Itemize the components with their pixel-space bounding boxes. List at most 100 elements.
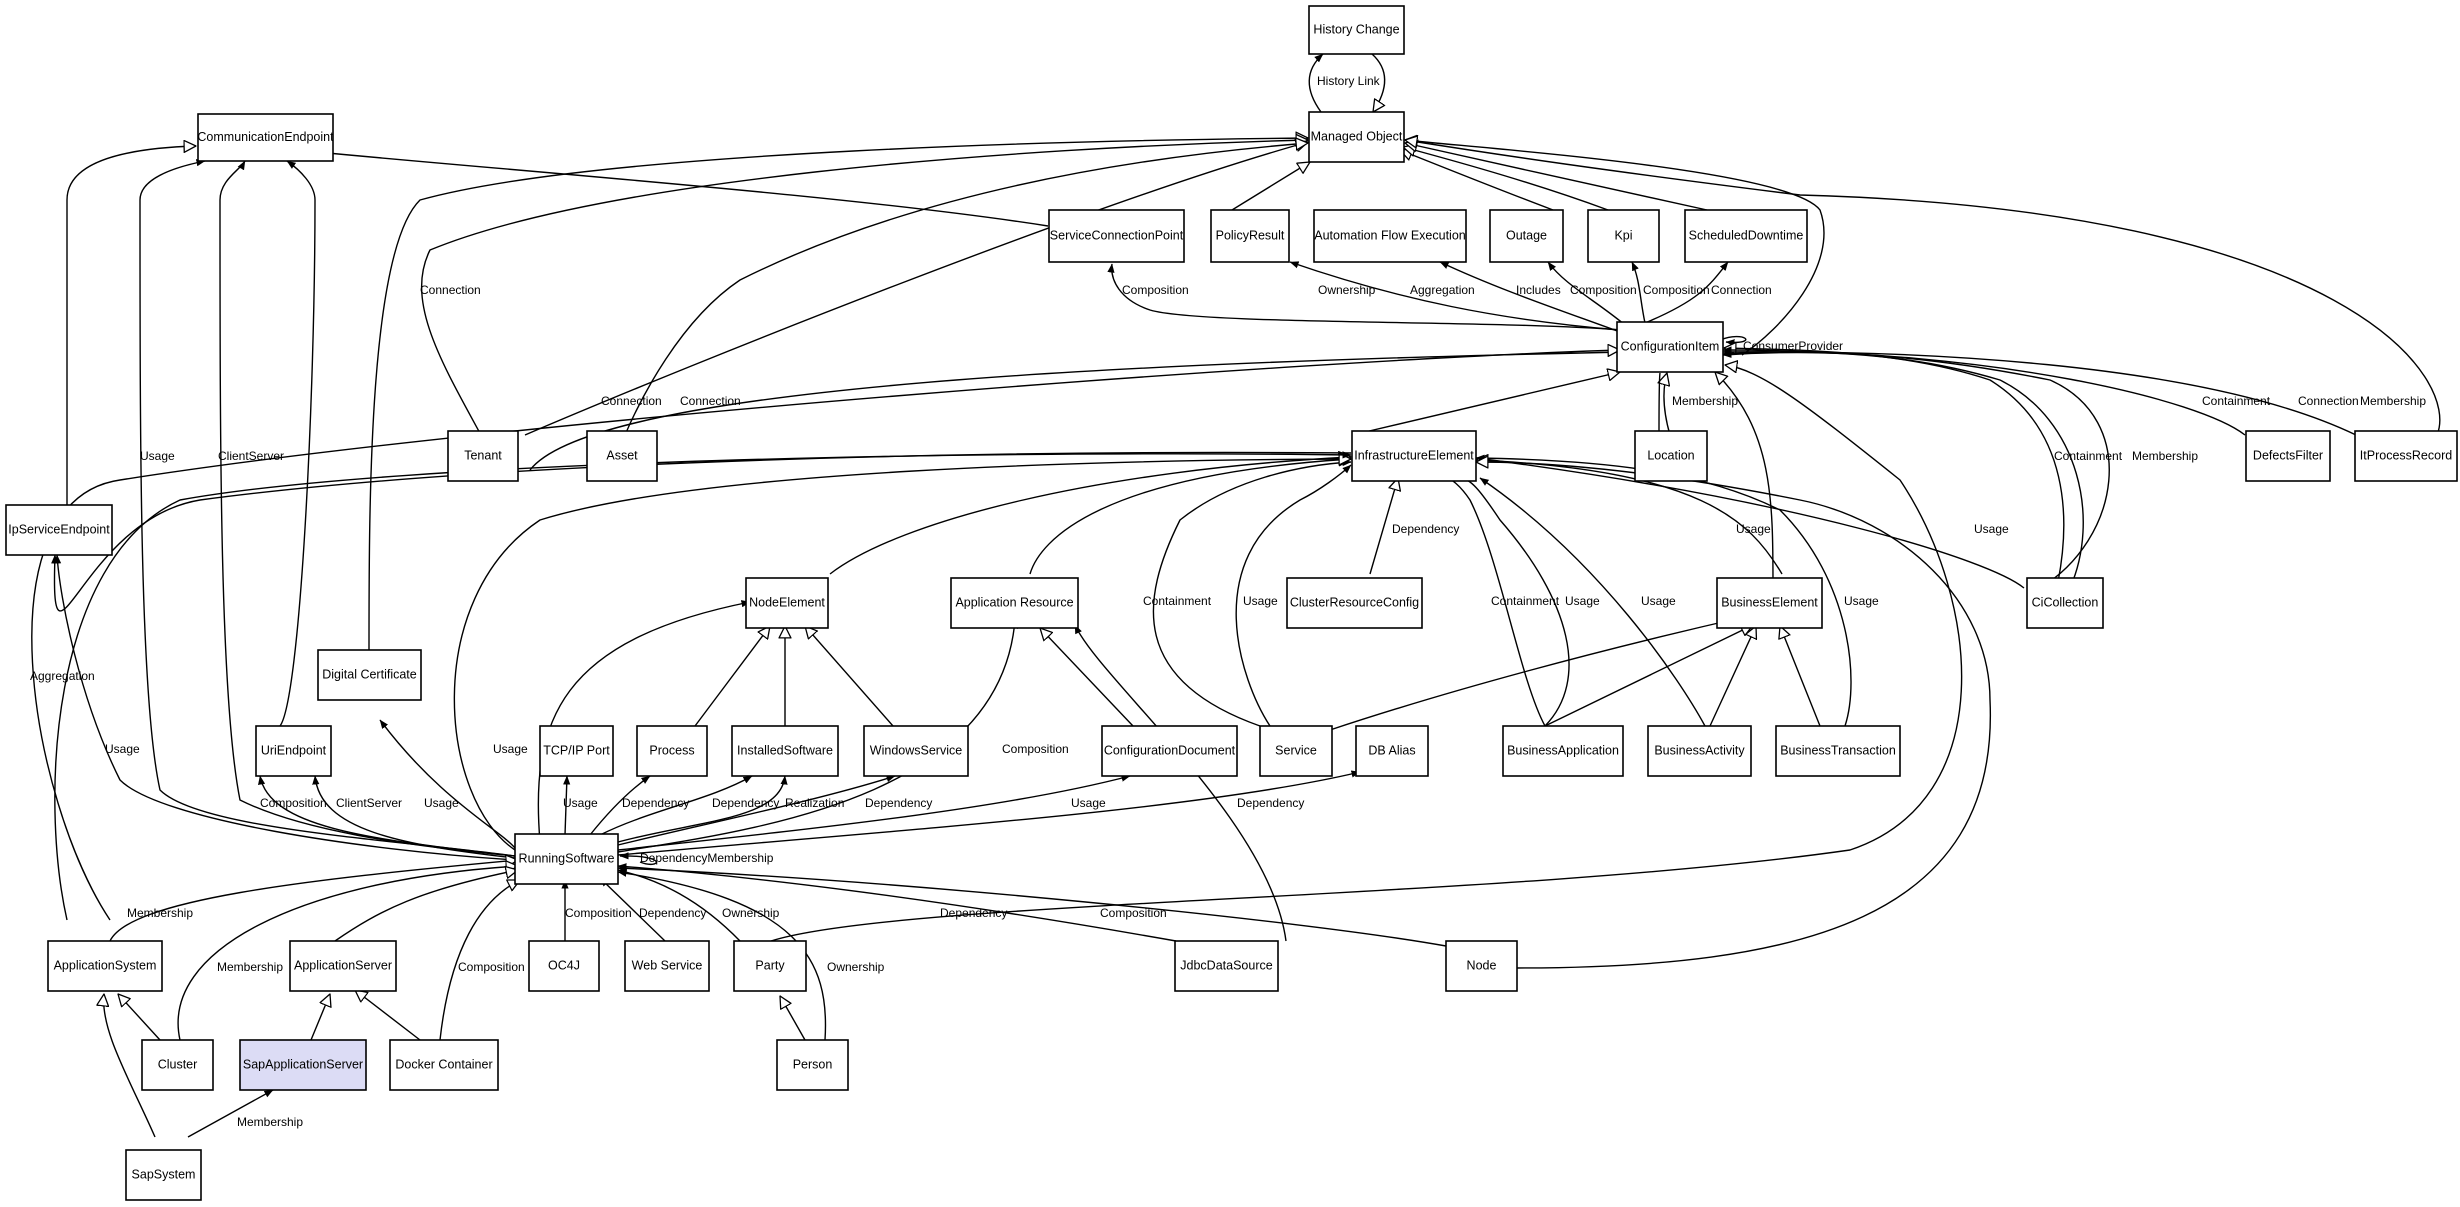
node-service-connection-point[interactable]: ServiceConnectionPoint (1048, 209, 1185, 263)
node-application-server[interactable]: ApplicationServer (289, 940, 397, 992)
node-running-software[interactable]: RunningSoftware (514, 833, 619, 885)
node-web-service[interactable]: Web Service (624, 940, 710, 992)
node-node[interactable]: Node (1445, 940, 1518, 992)
node-label: Service (1275, 743, 1317, 757)
node-business-transaction[interactable]: BusinessTransaction (1775, 725, 1901, 777)
node-label: CiCollection (2032, 595, 2099, 609)
node-digital-certificate[interactable]: Digital Certificate (317, 649, 422, 701)
edge-label: Usage (1565, 594, 1600, 608)
node-label: SapSystem (132, 1167, 196, 1181)
node-uri-endpoint[interactable]: UriEndpoint (255, 725, 332, 777)
node-scheduled-downtime[interactable]: ScheduledDowntime (1684, 209, 1808, 263)
edge-label: Composition (1122, 283, 1189, 297)
node-cluster[interactable]: Cluster (141, 1039, 214, 1091)
node-history-change[interactable]: History Change (1308, 5, 1405, 55)
edge-label: Dependency (622, 796, 689, 810)
node-label: Cluster (158, 1057, 198, 1071)
edge-label: Membership (2132, 449, 2198, 463)
node-node-element[interactable]: NodeElement (745, 577, 829, 629)
node-label: Node (1467, 958, 1497, 972)
node-db-alias[interactable]: DB Alias (1355, 725, 1429, 777)
node-service[interactable]: Service (1259, 725, 1333, 777)
edge-labels: History Link Connection Composition Owne… (30, 74, 2426, 1129)
node-label: IpServiceEndpoint (8, 522, 110, 536)
node-policy-result[interactable]: PolicyResult (1210, 209, 1290, 263)
node-tcpip-port[interactable]: TCP/IP Port (539, 725, 614, 777)
node-business-element[interactable]: BusinessElement (1716, 577, 1823, 629)
node-jdbc-data-source[interactable]: JdbcDataSource (1174, 940, 1279, 992)
edge-label: Connection (420, 283, 481, 297)
node-configuration-item[interactable]: ConfigurationItem (1616, 321, 1724, 373)
node-business-application[interactable]: BusinessApplication (1502, 725, 1624, 777)
node-label: NodeElement (749, 595, 825, 609)
edge-label: Usage (1844, 594, 1879, 608)
node-business-activity[interactable]: BusinessActivity (1647, 725, 1752, 777)
node-defects-filter[interactable]: DefectsFilter (2245, 430, 2331, 482)
node-label: ApplicationSystem (54, 958, 157, 972)
node-process[interactable]: Process (636, 725, 708, 777)
node-cluster-resource-config[interactable]: ClusterResourceConfig (1286, 577, 1423, 629)
node-label: JdbcDataSource (1180, 958, 1272, 972)
node-infrastructure-element[interactable]: InfrastructureElement (1351, 430, 1477, 482)
node-label: Party (755, 958, 785, 972)
node-managed-object[interactable]: Managed Object (1308, 111, 1405, 163)
node-windows-service[interactable]: WindowsService (863, 725, 969, 777)
node-label: ScheduledDowntime (1689, 228, 1804, 242)
node-label: WindowsService (870, 743, 962, 757)
node-application-resource[interactable]: Application Resource (950, 577, 1079, 629)
node-it-process-record[interactable]: ItProcessRecord (2354, 430, 2458, 482)
node-party[interactable]: Party (733, 940, 807, 992)
edge-label: Composition (1570, 283, 1637, 297)
node-outage[interactable]: Outage (1489, 209, 1564, 263)
edge-label: Usage (493, 742, 528, 756)
node-asset[interactable]: Asset (586, 430, 658, 482)
node-tenant[interactable]: Tenant (447, 430, 519, 482)
edge-label: Ownership (1318, 283, 1376, 297)
edge-label: Usage (1736, 522, 1771, 536)
node-ip-service-endpoint[interactable]: IpServiceEndpoint (5, 504, 113, 556)
node-label: Outage (1506, 228, 1547, 242)
edge-label: Membership (237, 1115, 303, 1129)
edge-label: Connection (680, 394, 741, 408)
node-communication-endpoint[interactable]: CommunicationEndpoint (197, 113, 334, 162)
edge-label: Connection (601, 394, 662, 408)
edge-label: Aggregation (30, 669, 95, 683)
edge-label: Aggregation (1410, 283, 1475, 297)
node-label: UriEndpoint (261, 743, 327, 757)
node-oc4j[interactable]: OC4J (528, 940, 600, 992)
nodes: History Change Managed Object Communicat… (5, 5, 2458, 1201)
node-label: ConfigurationDocument (1104, 743, 1236, 757)
node-sap-system[interactable]: SapSystem (125, 1149, 202, 1201)
node-ci-collection[interactable]: CiCollection (2026, 577, 2104, 629)
edge-label: ConsumerProvider (1743, 339, 1843, 353)
edge-label: Composition (1643, 283, 1710, 297)
node-automation-flow-execution[interactable]: Automation Flow Execution (1313, 209, 1467, 263)
node-label: Digital Certificate (322, 667, 417, 681)
node-docker-container[interactable]: Docker Container (389, 1039, 499, 1091)
edge-label: ClientServer (336, 796, 402, 810)
edge-label: Membership (217, 960, 283, 974)
node-person[interactable]: Person (776, 1039, 849, 1091)
node-label: ItProcessRecord (2360, 448, 2452, 462)
edge-label: Usage (105, 742, 140, 756)
node-label: ApplicationServer (294, 958, 392, 972)
node-label: Web Service (632, 958, 703, 972)
node-application-system[interactable]: ApplicationSystem (47, 940, 163, 992)
node-label: Process (649, 743, 694, 757)
node-label: BusinessTransaction (1780, 743, 1896, 757)
node-sap-application-server[interactable]: SapApplicationServer (239, 1039, 367, 1091)
edge-label: Ownership (722, 906, 780, 920)
edge-label: Usage (424, 796, 459, 810)
node-installed-software[interactable]: InstalledSoftware (731, 725, 839, 777)
edge-label: History Link (1317, 74, 1381, 88)
edge-label: Containment (1491, 594, 1560, 608)
node-kpi[interactable]: Kpi (1587, 209, 1660, 263)
node-label: CommunicationEndpoint (197, 130, 334, 144)
edge-label: Composition (458, 960, 525, 974)
node-label: Application Resource (955, 595, 1073, 609)
node-label: InfrastructureElement (1354, 448, 1474, 462)
node-location[interactable]: Location (1634, 430, 1708, 482)
node-configuration-document[interactable]: ConfigurationDocument (1101, 725, 1238, 777)
node-label: Managed Object (1311, 129, 1403, 143)
node-label: Asset (606, 448, 638, 462)
